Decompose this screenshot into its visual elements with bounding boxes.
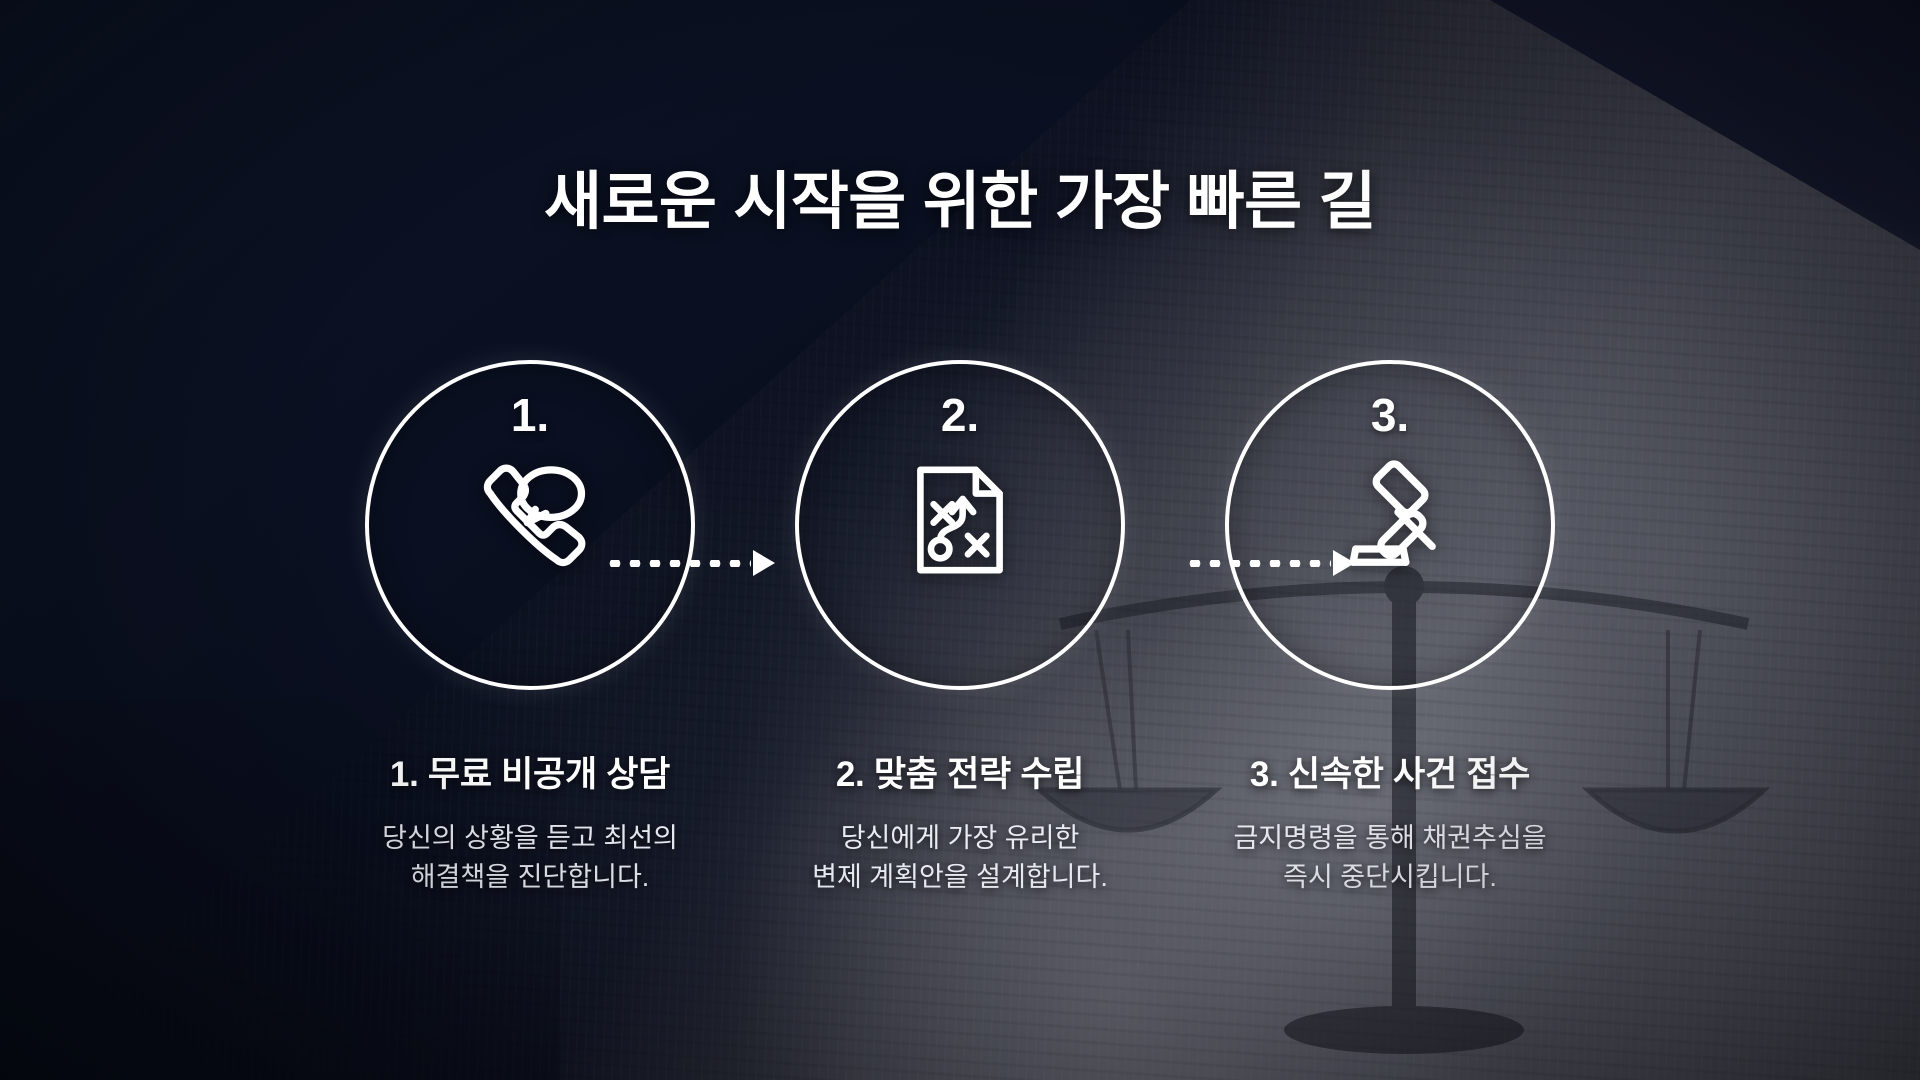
- step-2-description-line2: 변제 계획안을 설계합니다.: [812, 862, 1108, 893]
- step-1-description-line2: 해결책을 진단합니다.: [410, 862, 650, 893]
- page-title: 새로운 시작을 위한 가장 빠른 길: [544, 167, 1377, 238]
- dotted-line: [605, 559, 751, 567]
- step-2-description-line1: 당신에게 가장 유리한: [840, 823, 1080, 853]
- strategy-document-icon: [890, 450, 1030, 590]
- arrow-step2-to-step3: [1185, 548, 1355, 578]
- step-3-description-line2: 즉시 중단시킵니다.: [1283, 862, 1497, 893]
- step-2-description: 당신에게 가장 유리한 변제 계획안을 설계합니다.: [812, 819, 1108, 897]
- phone-chat-icon: [460, 450, 600, 590]
- arrow-head-icon: [753, 550, 775, 576]
- step-3-circle: 3.: [1225, 360, 1555, 690]
- step-2-number: 2.: [940, 389, 980, 441]
- process-step-3: 3. 3. 신속한 사건 접수 금지명령을 통해 채권추심을 즉시 중단시킵니다…: [1175, 360, 1605, 897]
- step-3-description-line1: 금지명령을 통해 채권추심을: [1233, 823, 1547, 853]
- dotted-line: [1185, 559, 1331, 567]
- step-1-number: 1.: [510, 389, 550, 441]
- arrow-head-icon: [1333, 550, 1355, 576]
- step-3-description: 금지명령을 통해 채권추심을 즉시 중단시킵니다.: [1233, 819, 1546, 897]
- step-1-description: 당신의 상황을 듣고 최선의 해결책을 진단합니다.: [382, 819, 678, 897]
- process-step-2: 2. 2. 맞춤 전략 수립 당신에게 가장 유리한 변제 계획안: [745, 360, 1175, 897]
- step-3-number: 3.: [1370, 389, 1410, 441]
- step-2-label: 2. 맞춤 전략 수립: [835, 755, 1085, 794]
- step-3-label: 3. 신속한 사건 접수: [1249, 755, 1531, 794]
- step-2-circle: 2.: [795, 360, 1125, 690]
- step-1-label: 1. 무료 비공개 상담: [389, 755, 671, 794]
- step-1-circle: 1.: [365, 360, 695, 690]
- arrow-step1-to-step2: [605, 548, 775, 578]
- process-steps: 1. 1. 무료 비공개 상담 당신의 상황을 듣고 최선의 해결책을 진단합니…: [0, 360, 1920, 897]
- step-1-description-line1: 당신의 상황을 듣고 최선의: [382, 823, 678, 853]
- background-bottom-left-wedge: [0, 700, 560, 1080]
- process-step-1: 1. 1. 무료 비공개 상담 당신의 상황을 듣고 최선의 해결책을 진단합니…: [315, 360, 745, 897]
